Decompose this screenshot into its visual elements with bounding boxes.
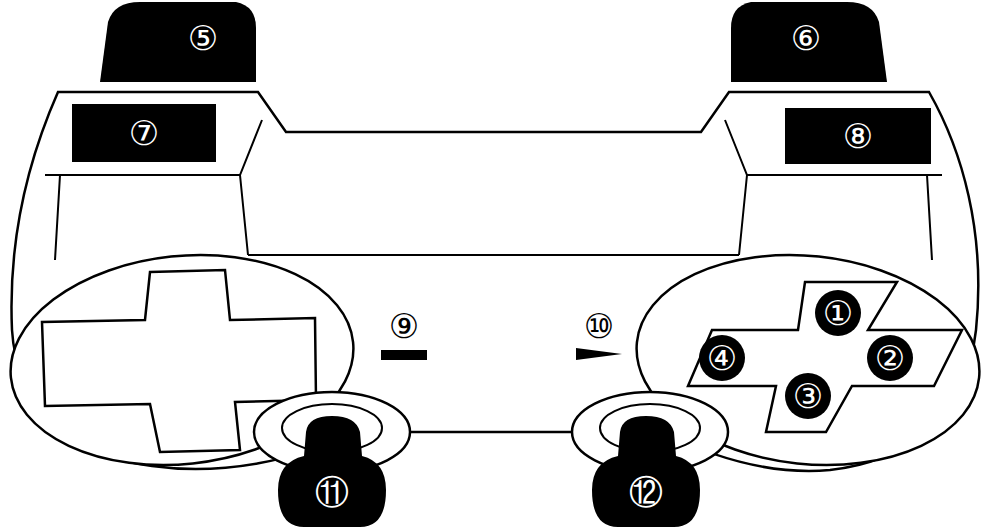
face-button bbox=[867, 335, 913, 381]
callout-number: ⑪ bbox=[315, 475, 349, 509]
callout-number: ⑥ bbox=[791, 21, 821, 55]
analog-stick bbox=[278, 416, 386, 527]
trigger-button bbox=[72, 104, 216, 162]
select-symbol bbox=[381, 350, 427, 360]
face-button bbox=[785, 373, 831, 419]
callout-number: ⑨ bbox=[389, 309, 419, 343]
start-symbol bbox=[576, 348, 622, 360]
trigger-button bbox=[785, 108, 931, 164]
callout-number: ⑫ bbox=[629, 475, 663, 509]
controller-body bbox=[11, 92, 978, 471]
face-button bbox=[699, 335, 745, 381]
callout-number: ⑦ bbox=[129, 116, 159, 150]
callout-number: ⑤ bbox=[188, 21, 218, 55]
callout-number: ⑩ bbox=[584, 309, 614, 343]
callout-number: ⑧ bbox=[843, 119, 873, 153]
callout-number: ② bbox=[875, 341, 905, 375]
grip-outline bbox=[55, 175, 932, 260]
face-button-plate bbox=[688, 282, 962, 432]
body-line bbox=[248, 254, 739, 256]
callout-number: ④ bbox=[707, 341, 737, 375]
shoulder-button bbox=[731, 2, 887, 82]
analog-stick bbox=[592, 416, 700, 527]
shoulder-button bbox=[100, 2, 256, 82]
face-button bbox=[815, 290, 861, 336]
callout-number: ① bbox=[823, 296, 853, 330]
callout-number: ③ bbox=[793, 379, 823, 413]
